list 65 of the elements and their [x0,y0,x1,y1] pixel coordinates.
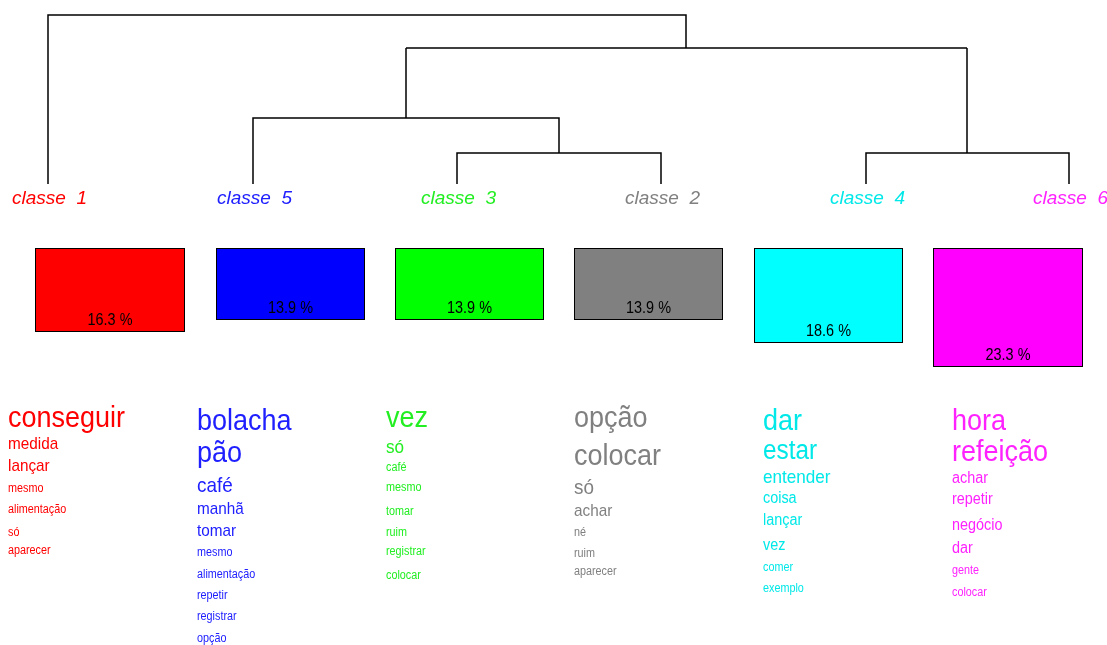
percentage-value: 16.3 % [86,311,134,329]
word-label: comer [763,561,793,573]
word-label: gente [952,564,980,576]
word-label: achar [574,501,613,519]
word-label: vez [386,402,428,432]
word-label: colocar [386,569,421,581]
class-label: classe 4 [830,188,905,207]
word-label: só [574,475,594,497]
word-label: café [197,473,233,495]
word-label: conseguir [8,402,126,432]
word-label: alimentação [197,568,256,580]
word-label: tomar [386,505,414,517]
word-label: registrar [197,610,237,622]
word-label: ruim [386,526,407,538]
percentage-value: 13.9 % [267,299,314,317]
word-label: repetir [197,589,228,601]
percentage-value: 13.9 % [625,299,672,317]
word-label: coisa [763,490,797,506]
word-label: lançar [8,456,50,474]
percentage-box [574,248,723,320]
percentage-box [754,248,903,343]
word-label: aparecer [8,544,51,556]
percentage-value: 18.6 % [805,322,852,340]
word-label: só [8,526,20,538]
word-label: mesmo [386,481,422,493]
class-label: classe 5 [217,188,292,207]
word-label: bolacha [197,405,292,435]
word-label: café [386,461,407,473]
word-label: achar [952,470,989,486]
word-label: registrar [386,545,426,557]
word-label: refeição [952,436,1049,466]
class-label: classe 3 [421,188,496,207]
word-label: aparecer [574,565,617,577]
word-label: alimentação [8,503,67,515]
word-label: pão [197,437,243,467]
word-label: né [574,526,586,538]
word-label: mesmo [8,482,44,494]
word-label: medida [8,434,59,452]
word-label: colocar [952,586,987,598]
word-label: tomar [197,521,237,539]
word-label: opção [197,632,227,644]
percentage-box [933,248,1083,367]
word-label: repetir [952,491,993,507]
word-label: ruim [574,547,595,559]
percentage-value: 23.3 % [984,346,1032,364]
word-label: estar [763,436,818,464]
word-label: exemplo [763,582,804,594]
word-label: só [386,436,405,456]
word-label: mesmo [197,546,233,558]
percentage-box [395,248,544,320]
class-label: classe 2 [625,188,700,207]
word-label: lançar [763,512,803,528]
word-label: dar [763,405,802,435]
percentage-box [216,248,365,320]
word-label: entender [763,466,831,486]
word-label: negócio [952,517,1003,533]
word-label: colocar [574,440,662,470]
percentage-value: 13.9 % [446,299,493,317]
class-label: classe 1 [12,188,87,207]
percentage-box [35,248,185,332]
word-label: dar [952,540,973,556]
word-label: hora [952,405,1007,435]
word-label: opção [574,402,648,432]
word-label: manhã [197,499,244,517]
word-label: vez [763,537,786,553]
